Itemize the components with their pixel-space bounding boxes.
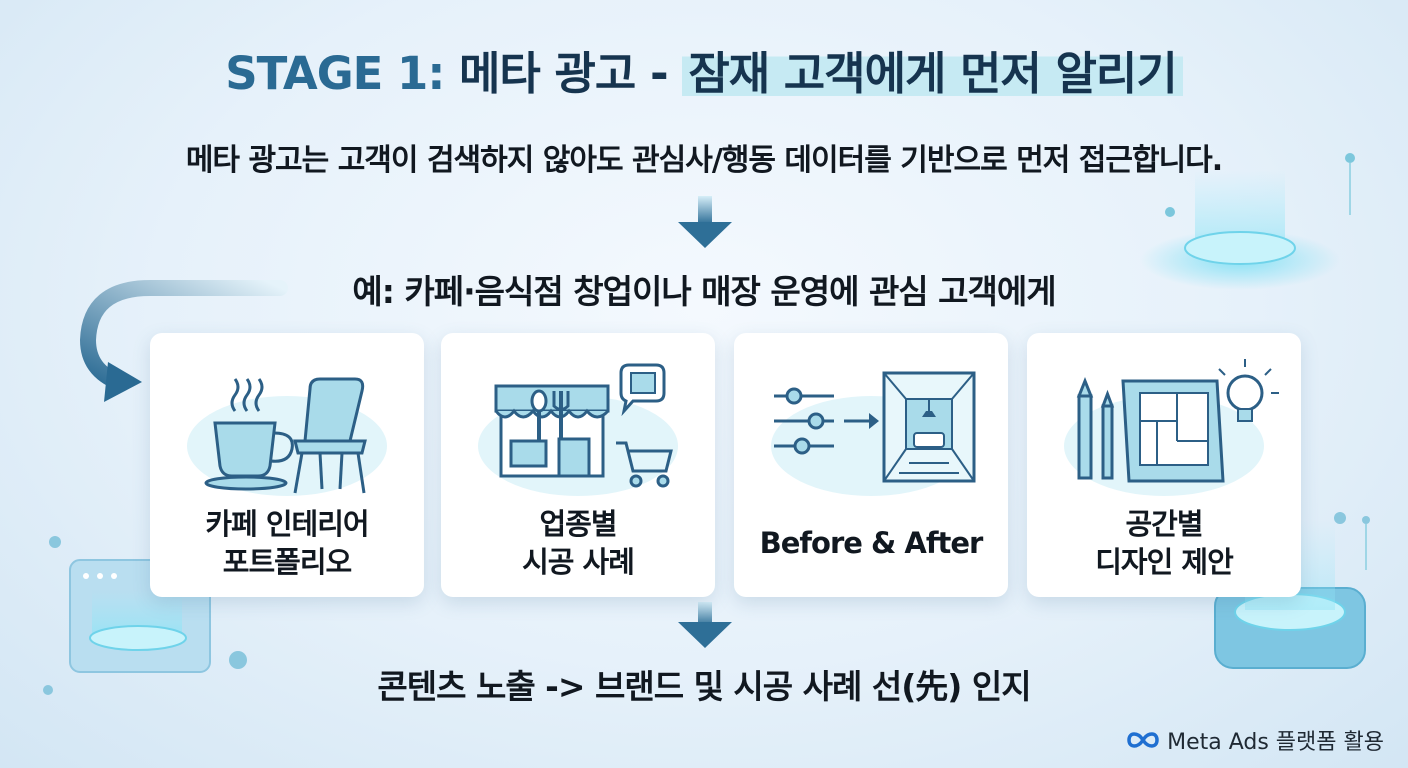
sliders-room-icon — [771, 371, 976, 496]
card-case-by-industry: 업종별 시공 사례 — [441, 333, 715, 597]
title-stage: STAGE 1: — [225, 47, 445, 100]
card-design-by-space: 공간별 디자인 제안 — [1027, 333, 1301, 597]
card-label: 공간별 디자인 제안 — [1095, 507, 1233, 579]
down-arrow-icon — [678, 196, 732, 248]
card-label: Before & After — [759, 526, 984, 560]
page-title: STAGE 1: 메타 광고 - 잠재 고객에게 먼저 알리기 — [0, 42, 1408, 106]
card-before-after: Before & After — [734, 333, 1008, 597]
branding: Meta Ads 플랫폼 활용 — [1125, 724, 1384, 756]
curved-arrow-icon — [79, 280, 288, 402]
title-highlight: 잠재 고객에게 먼저 알리기 — [682, 47, 1183, 100]
title-main: 메타 광고 - — [459, 47, 683, 100]
blueprint-lightbulb-icon — [1064, 359, 1279, 496]
meta-infinity-icon — [1127, 732, 1159, 748]
card-cafe-portfolio: 카페 인테리어 포트폴리오 — [150, 333, 424, 597]
example-heading: 예: 카페·음식점 창업이나 매장 운영에 관심 고객에게 — [352, 272, 1056, 311]
cafe-coffee-chair-icon — [187, 377, 387, 496]
subtitle: 메타 광고는 고객이 검색하지 않아도 관심사/행동 데이터를 기반으로 먼저 … — [185, 143, 1223, 178]
card-label: 업종별 시공 사례 — [522, 507, 635, 579]
down-arrow-icon — [678, 602, 732, 648]
branding-text: Meta Ads 플랫폼 활용 — [1167, 730, 1384, 755]
conclusion-text: 콘텐츠 노출 -> 브랜드 및 시공 사례 선(先) 인지 — [377, 667, 1031, 706]
storefront-cart-icon — [478, 363, 678, 496]
card-label: 카페 인테리어 포트폴리오 — [205, 507, 369, 579]
